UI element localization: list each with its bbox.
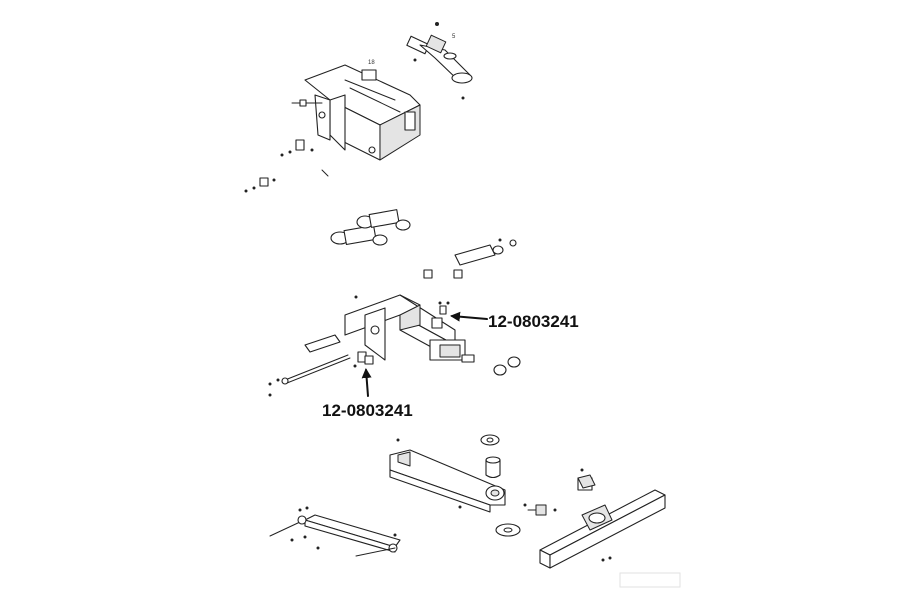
upper-bracket-assembly: 18	[304, 60, 421, 161]
left-link-and-pin	[268, 334, 351, 397]
clip-hardware	[353, 301, 450, 368]
top-hydraulic-cylinder: 5	[406, 22, 473, 100]
callout-bottom-label: 12-0803241	[322, 401, 413, 420]
item-number-18: 18	[368, 60, 375, 66]
callout-right: 12-0803241	[450, 311, 579, 331]
callout-bottom: 12-0803241	[322, 368, 413, 420]
middle-cylinders	[330, 209, 411, 246]
right-bushings	[461, 354, 521, 376]
lower-left-link	[269, 506, 401, 557]
upper-hardware	[244, 99, 329, 193]
lower-washers-and-bushing	[480, 434, 557, 537]
item-number-5: 5	[452, 34, 456, 40]
central-tube-arm	[344, 294, 466, 361]
lower-right-clamp	[577, 468, 596, 491]
callout-right-label: 12-0803241	[488, 312, 579, 331]
lower-crossbar	[539, 489, 666, 569]
lower-main-arm	[389, 438, 506, 513]
middle-link-plates	[423, 238, 517, 279]
watermark	[619, 572, 681, 588]
